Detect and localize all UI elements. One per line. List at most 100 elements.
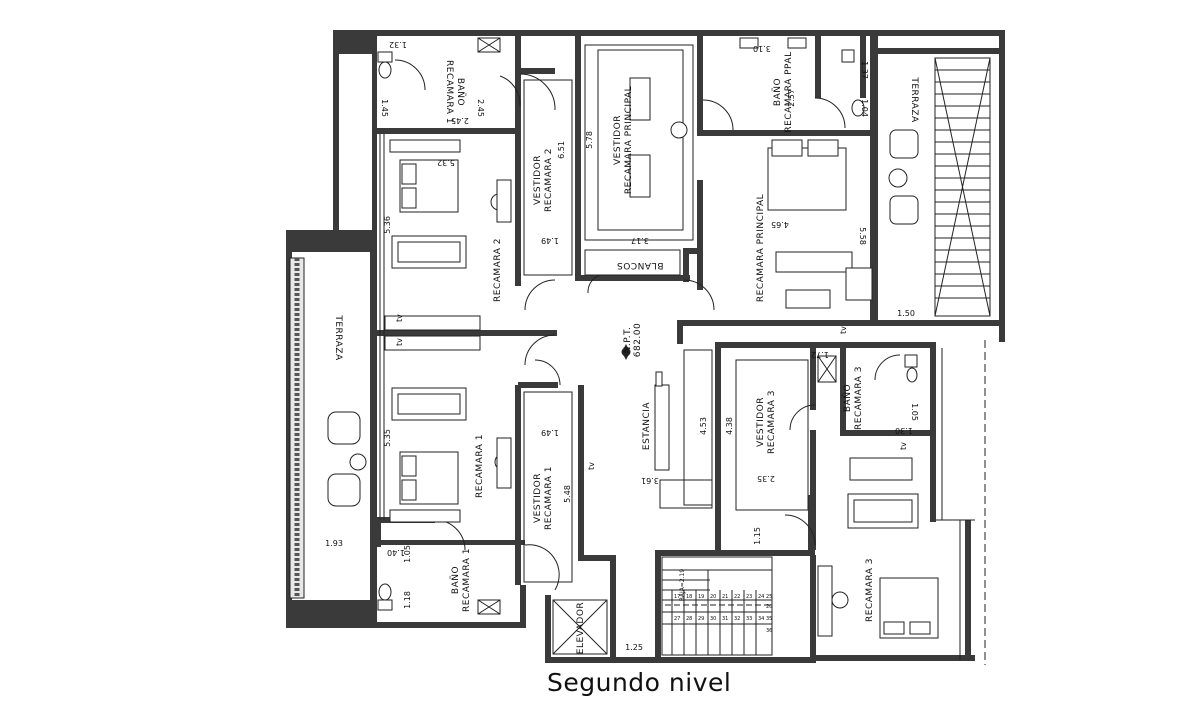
shower-icon xyxy=(477,37,501,53)
fixtures xyxy=(289,37,939,639)
bed-icon xyxy=(389,451,461,523)
chair-icon xyxy=(889,195,919,225)
dimension: 4.65 xyxy=(771,220,789,229)
dimension: 1.72 xyxy=(811,350,829,359)
walls xyxy=(286,30,1005,663)
dimension: 1.37 xyxy=(860,61,869,79)
elevator-icon: ELEVADOR xyxy=(576,602,586,654)
tv-label: tv xyxy=(395,314,404,322)
room-label: VESTIDORRECAMARA 2 xyxy=(533,148,554,212)
dimension: 5.48 xyxy=(563,485,572,503)
dimension: 1.05 xyxy=(403,545,412,563)
tv-label: tv xyxy=(395,338,404,346)
stair-number: 29 xyxy=(698,616,704,622)
room-label: RECAMARA 1 xyxy=(475,434,485,498)
chair-icon xyxy=(670,121,688,139)
shower-icon xyxy=(477,599,501,615)
tv-labels: tv tv tv tv tv xyxy=(395,314,908,470)
chair-icon xyxy=(327,411,361,445)
room-label: RECAMARA PRINCIPAL xyxy=(756,194,766,302)
dimension: 1.18 xyxy=(403,591,412,609)
dimension: 2.57 xyxy=(787,89,796,107)
stair-number: 35 xyxy=(766,616,772,622)
dimension: 1.32 xyxy=(389,40,407,49)
dimension: 1.04 xyxy=(860,99,869,117)
dimension: 5.58 xyxy=(858,227,867,245)
toilet-icon xyxy=(904,354,918,383)
room-label: RECAMARA 2 xyxy=(493,238,503,302)
dimension: 5.78 xyxy=(585,131,594,149)
dimension: 1.50 xyxy=(897,309,915,318)
chair-icon xyxy=(889,129,919,159)
dimension: 5.35 xyxy=(383,429,392,447)
stair-number: 24 xyxy=(758,594,764,600)
desk xyxy=(849,457,913,481)
room-label: BLANCOS xyxy=(617,260,664,270)
bed-icon xyxy=(389,139,461,213)
chair-icon xyxy=(831,591,849,609)
dimension: 1.25 xyxy=(625,643,643,652)
room-label: BAÑORECAMARA PPAL xyxy=(772,51,794,132)
dimension: 6.51 xyxy=(557,141,566,159)
stair-note: BAJA=2.19 xyxy=(679,569,686,602)
dimension: 1.40 xyxy=(387,548,405,557)
stair-number: 33 xyxy=(746,616,752,622)
stair-number: 21 xyxy=(722,594,728,600)
tv-label: tv xyxy=(839,326,848,334)
stair-number: 17 xyxy=(674,594,680,600)
room-label: N.P.T.682.00 xyxy=(623,323,643,358)
tv-label: tv xyxy=(587,462,596,470)
dimension: 1.45 xyxy=(380,99,389,117)
dimension: 4.53 xyxy=(699,417,708,435)
sofa-icon xyxy=(775,251,873,309)
dimension: 3.10 xyxy=(753,44,771,53)
dimension: 2.45 xyxy=(476,99,485,117)
dimension: 4.38 xyxy=(725,417,734,435)
dimension: 1.15 xyxy=(753,527,762,545)
room-label: BAÑORECAMARA 1 xyxy=(444,60,466,124)
bed-icon xyxy=(879,577,939,639)
linework xyxy=(379,44,991,665)
room-label: TERRAZA xyxy=(909,76,919,123)
stair-number: 30 xyxy=(710,616,716,622)
dimension: 1.49 xyxy=(541,428,559,437)
room-label: BAÑORECAMARA 1 xyxy=(450,548,472,612)
toilet-icon xyxy=(377,51,393,79)
sofa-icon xyxy=(391,387,467,421)
stair-number: 34 xyxy=(758,616,764,622)
tv-label: tv xyxy=(899,442,908,450)
chair-icon xyxy=(327,473,361,507)
sofa-icon xyxy=(391,235,467,269)
stair-number: 26 xyxy=(766,604,772,610)
plan-caption: Segundo nivel xyxy=(547,668,732,697)
dimension-labels: 1.32 2.45 1.45 2.45 5.32 6.51 5.78 1.49 … xyxy=(325,40,919,652)
dimension: 3.17 xyxy=(631,236,649,245)
dimension: 3.61 xyxy=(641,476,659,485)
toilet-icon xyxy=(841,49,865,117)
room-label: VESTIDORRECAMARA 3 xyxy=(756,390,777,454)
stair-number: 25 xyxy=(766,594,772,600)
dimension: 1.05 xyxy=(910,403,919,421)
bed-icon xyxy=(767,139,847,211)
stair-number: 20 xyxy=(710,594,716,600)
dimension: 5.36 xyxy=(383,216,392,234)
stair-number: 23 xyxy=(746,594,752,600)
dimension: 2.35 xyxy=(757,474,775,483)
dimension: 2.45 xyxy=(451,116,469,125)
shower-icon xyxy=(739,37,807,49)
shower-icon xyxy=(817,355,837,383)
stair-number: 18 xyxy=(686,594,692,600)
dimension: 1.93 xyxy=(325,539,343,548)
room-label: TERRAZA xyxy=(333,314,343,361)
dimension: 1.49 xyxy=(541,236,559,245)
stair-number: 22 xyxy=(734,594,740,600)
room-label: RECAMARA 3 xyxy=(865,558,875,622)
room-label: ESTANCIA xyxy=(642,402,652,451)
toilet-icon xyxy=(377,583,393,611)
room-label: BAÑORECAMARA 3 xyxy=(842,366,864,430)
dimension: 5.32 xyxy=(437,158,455,167)
north-marker-icon xyxy=(621,344,631,360)
dimension: 1.30 xyxy=(895,426,913,435)
stair-number: 32 xyxy=(734,616,740,622)
